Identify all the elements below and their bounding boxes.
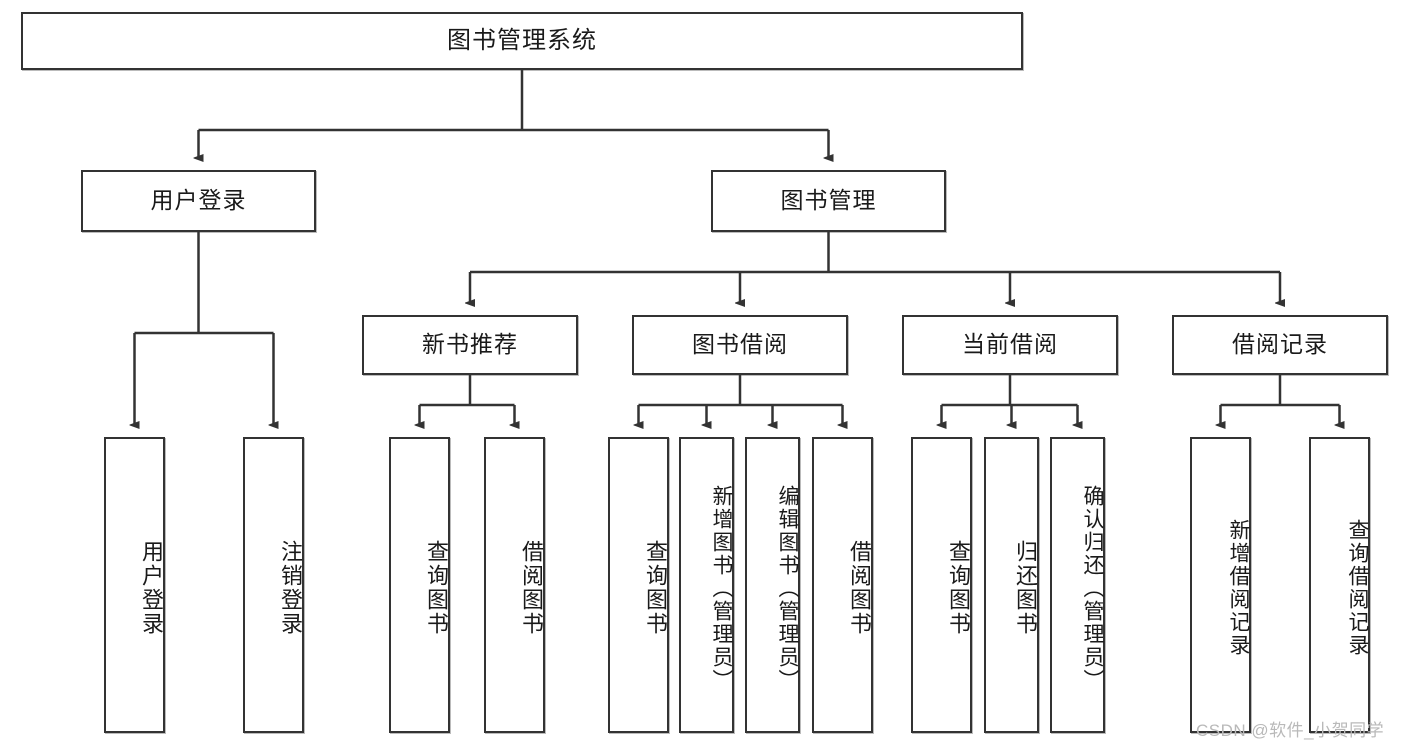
node-leaf-logout-label: 注销登录: [278, 540, 303, 636]
node-book-manage-label: 图书管理: [780, 187, 877, 214]
node-leaf-query-record-label: 查询借阅记录: [1346, 519, 1369, 657]
node-root-label: 图书管理系统: [447, 26, 597, 54]
node-leaf-query-book-3-label: 查询图书: [946, 540, 971, 636]
node-user-login-label: 用户登录: [150, 187, 247, 214]
node-leaf-query-book-2-label: 查询图书: [643, 540, 668, 636]
node-leaf-query-book-2[interactable]: 查询图书: [608, 437, 669, 733]
node-leaf-user-login[interactable]: 用户登录: [104, 437, 165, 733]
node-root[interactable]: 图书管理系统: [21, 12, 1023, 70]
node-leaf-return-book-label: 归还图书: [1013, 540, 1038, 636]
node-leaf-confirm-return-label: 确认归还（管理员）: [1081, 484, 1104, 692]
node-leaf-query-book-3[interactable]: 查询图书: [911, 437, 972, 733]
node-leaf-add-record-label: 新增借阅记录: [1227, 519, 1250, 657]
node-leaf-confirm-return[interactable]: 确认归还（管理员）: [1050, 437, 1105, 733]
node-leaf-logout[interactable]: 注销登录: [243, 437, 304, 733]
node-borrow-record-label: 借阅记录: [1232, 331, 1328, 358]
node-current-borrow[interactable]: 当前借阅: [902, 315, 1118, 375]
node-leaf-user-login-label: 用户登录: [139, 540, 164, 636]
node-user-login[interactable]: 用户登录: [81, 170, 316, 232]
node-leaf-borrow-book-2-label: 借阅图书: [847, 540, 872, 636]
node-leaf-add-book-label: 新增图书（管理员）: [710, 484, 733, 692]
node-current-borrow-label: 当前借阅: [962, 331, 1058, 358]
node-leaf-borrow-book-1-label: 借阅图书: [519, 540, 544, 636]
csdn-watermark: CSDN @软件_小贺同学: [1196, 721, 1385, 740]
node-book-borrow[interactable]: 图书借阅: [632, 315, 848, 375]
node-leaf-return-book[interactable]: 归还图书: [984, 437, 1039, 733]
node-leaf-add-book[interactable]: 新增图书（管理员）: [679, 437, 734, 733]
node-leaf-edit-book[interactable]: 编辑图书（管理员）: [745, 437, 800, 733]
node-book-manage[interactable]: 图书管理: [711, 170, 946, 232]
node-leaf-borrow-book-1[interactable]: 借阅图书: [484, 437, 545, 733]
node-borrow-record[interactable]: 借阅记录: [1172, 315, 1388, 375]
node-leaf-edit-book-label: 编辑图书（管理员）: [776, 484, 799, 692]
node-leaf-query-book-1[interactable]: 查询图书: [389, 437, 450, 733]
node-leaf-add-record[interactable]: 新增借阅记录: [1190, 437, 1251, 733]
node-leaf-query-book-1-label: 查询图书: [424, 540, 449, 636]
node-new-book-recommend[interactable]: 新书推荐: [362, 315, 578, 375]
node-book-borrow-label: 图书借阅: [692, 331, 788, 358]
node-leaf-query-record[interactable]: 查询借阅记录: [1309, 437, 1370, 733]
node-new-book-recommend-label: 新书推荐: [422, 331, 518, 358]
node-leaf-borrow-book-2[interactable]: 借阅图书: [812, 437, 873, 733]
